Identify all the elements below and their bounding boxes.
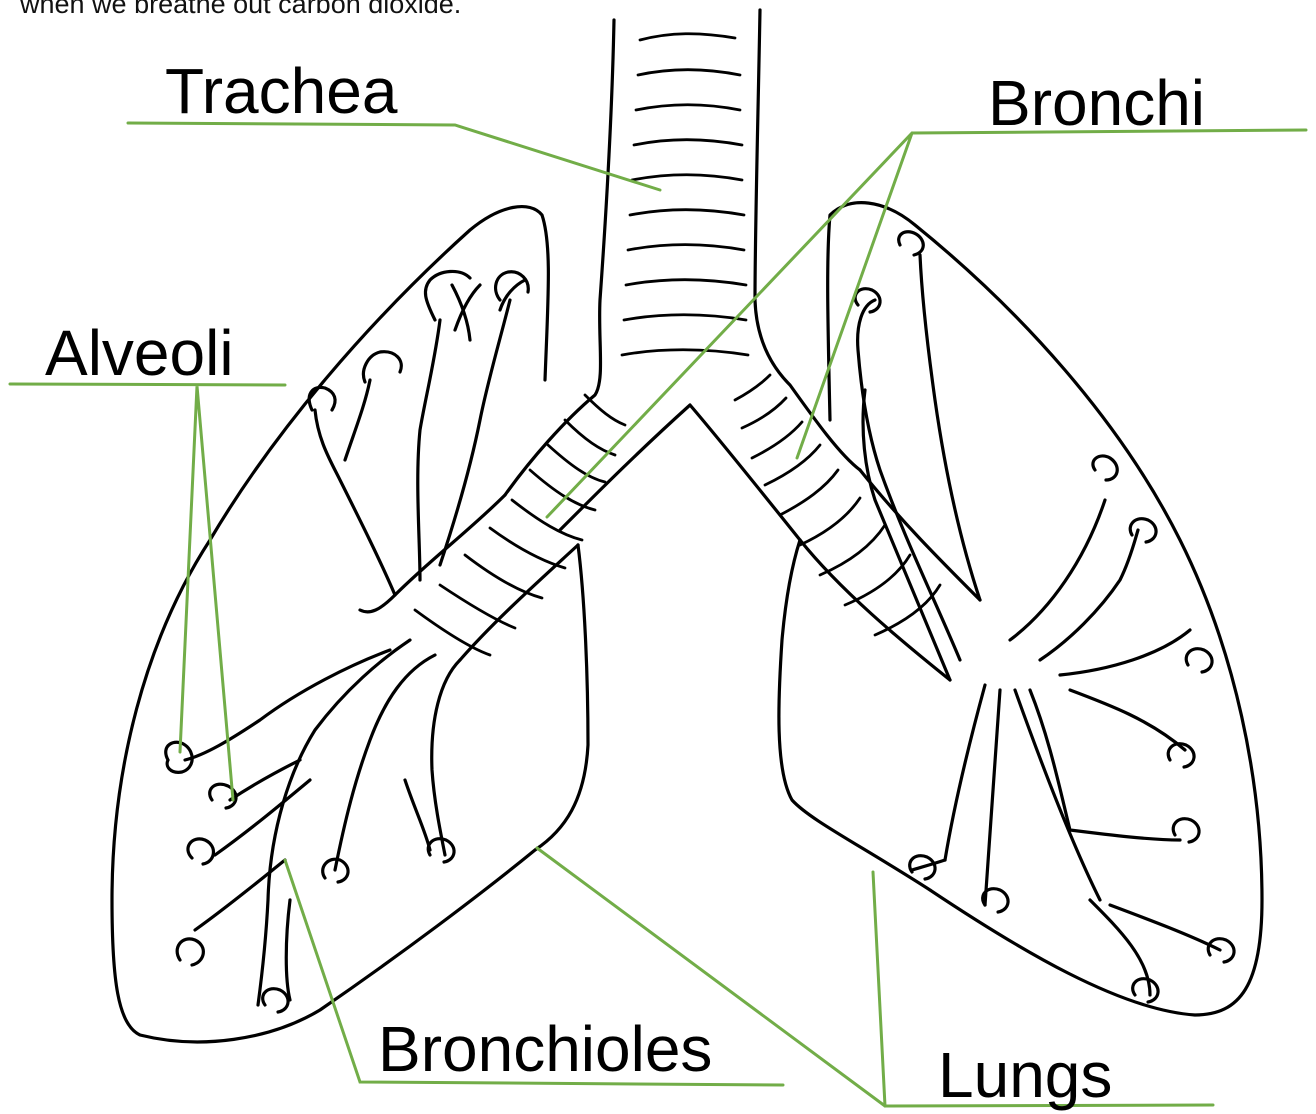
alveoli-leader (10, 384, 285, 800)
left-bronchus-rings (415, 395, 625, 655)
label-trachea: Trachea (165, 56, 397, 126)
label-bronchioles: Bronchioles (378, 1014, 712, 1084)
trachea-right-wall (755, 10, 860, 470)
right-bronchus-lower-wall (800, 540, 950, 680)
trachea-rings (622, 34, 748, 355)
leader-lines (10, 123, 1306, 1106)
carina (560, 405, 800, 540)
trachea-leader (128, 123, 660, 190)
label-alveoli: Alveoli (45, 318, 234, 388)
left-bronchus-upper-wall (360, 495, 505, 612)
label-bronchi: Bronchi (988, 68, 1205, 138)
left-lower-bronchioles (166, 640, 460, 1012)
left-bronchus-lower-wall (460, 545, 578, 660)
trachea-left-wall (505, 20, 614, 495)
left-upper-bronchioles (309, 271, 528, 595)
right-bronchus-rings (735, 375, 940, 635)
right-lung-outline (779, 203, 1262, 1015)
label-lungs: Lungs (938, 1040, 1112, 1110)
